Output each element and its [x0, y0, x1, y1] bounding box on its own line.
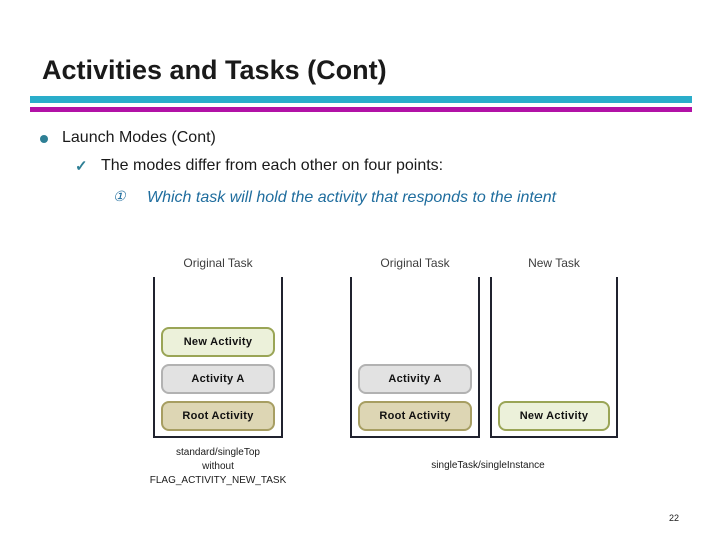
activity-box-activity-a: Activity A — [161, 364, 275, 394]
accent-rule-bottom — [30, 107, 692, 112]
task-stack-original-1: Original Task New Activity Activity A Ro… — [153, 256, 283, 438]
task-label: Original Task — [183, 256, 253, 270]
page-number: 22 — [669, 513, 680, 523]
bullet-item-modes-differ: ✓ The modes differ from each other on fo… — [75, 157, 443, 175]
activity-box-new-activity: New Activity — [498, 401, 610, 431]
check-bullet-text: The modes differ from each other on four… — [101, 157, 444, 174]
task-stack-original-2: Original Task Activity A Root Activity — [350, 256, 480, 438]
activity-label: Activity A — [191, 373, 245, 385]
checkmark-icon: ✓ — [75, 158, 88, 175]
activity-box-root-activity: Root Activity — [358, 401, 472, 431]
circled-one-icon: ① — [113, 188, 126, 204]
activity-box-root-activity: Root Activity — [161, 401, 275, 431]
bullet-item-launch-modes: Launch Modes (Cont) — [40, 129, 216, 147]
caption-line: standard/singleTop — [176, 447, 260, 458]
activity-label: New Activity — [519, 410, 589, 422]
task-stack-new: New Task New Activity — [490, 256, 618, 438]
task-container: Activity A Root Activity — [350, 277, 480, 438]
activity-label: Root Activity — [182, 410, 254, 422]
caption-line: without — [202, 461, 234, 472]
task-caption-left: standard/singleTop without FLAG_ACTIVITY… — [133, 446, 303, 488]
activity-label: New Activity — [183, 336, 253, 348]
bullet-item-which-task: ① Which task will hold the activity that… — [113, 186, 557, 209]
activity-box-new-activity: New Activity — [161, 327, 275, 357]
task-label: New Task — [528, 256, 580, 270]
activity-label: Activity A — [388, 373, 442, 385]
task-container: New Activity Activity A Root Activity — [153, 277, 283, 438]
task-caption-right: singleTask/singleInstance — [431, 460, 545, 471]
numbered-bullet-text: Which task will hold the activity that r… — [147, 189, 557, 206]
bullet-dot-icon — [40, 135, 48, 143]
bullet-text: Launch Modes (Cont) — [62, 129, 216, 146]
activity-box-activity-a: Activity A — [358, 364, 472, 394]
caption-line: FLAG_ACTIVITY_NEW_TASK — [149, 475, 287, 486]
task-container: New Activity — [490, 277, 618, 438]
page-title: Activities and Tasks (Cont) — [42, 55, 387, 85]
task-label: Original Task — [380, 256, 450, 270]
accent-rule-top — [30, 96, 692, 103]
activity-label: Root Activity — [379, 410, 451, 422]
